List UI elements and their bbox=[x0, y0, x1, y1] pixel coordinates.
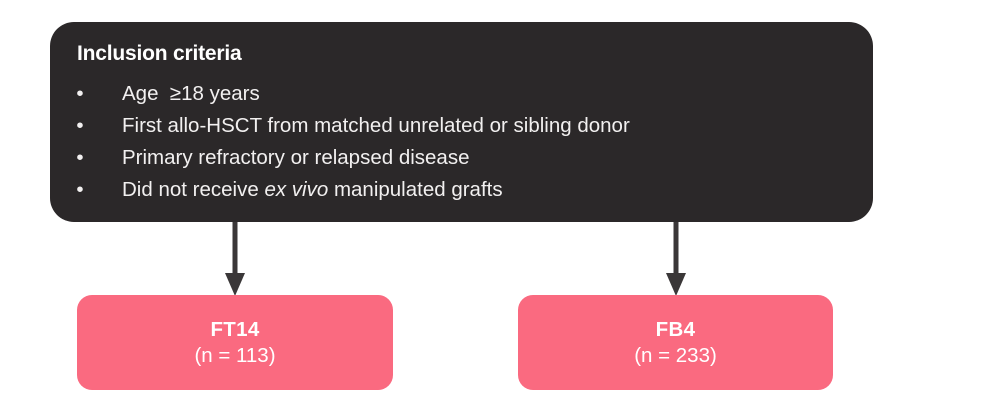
criteria-item-label: First allo-HSCT from matched unrelated o… bbox=[122, 110, 630, 142]
group-name-label: FT14 bbox=[210, 317, 260, 341]
inclusion-criteria-title: Inclusion criteria bbox=[77, 42, 242, 65]
criteria-text-suffix: manipulated grafts bbox=[328, 178, 503, 201]
criteria-text-prefix: First allo-HSCT from matched unrelated o… bbox=[122, 114, 630, 137]
criteria-text-prefix: Primary refractory or relapsed disease bbox=[122, 146, 470, 169]
criteria-item-first-hsct: • First allo-HSCT from matched unrelated… bbox=[50, 110, 873, 142]
inclusion-criteria-list: • Age ≥18 years • First allo-HSCT from m… bbox=[50, 78, 873, 206]
bullet-icon: • bbox=[76, 82, 84, 105]
down-arrow-icon bbox=[225, 222, 245, 296]
bullet-icon: • bbox=[76, 146, 84, 169]
bullet-icon: • bbox=[76, 178, 84, 201]
criteria-item-age: • Age ≥18 years bbox=[50, 78, 873, 110]
group-count-label: (n = 233) bbox=[634, 343, 717, 367]
group-box-ft14: FT14 (n = 113) bbox=[77, 295, 393, 390]
group-box-fb4: FB4 (n = 233) bbox=[518, 295, 833, 390]
criteria-item-label: Age ≥18 years bbox=[122, 78, 260, 110]
group-name-label: FB4 bbox=[655, 317, 696, 341]
criteria-item-refractory: • Primary refractory or relapsed disease bbox=[50, 142, 873, 174]
criteria-text-emphasis: ex vivo bbox=[264, 178, 329, 201]
criteria-item-label: Primary refractory or relapsed disease bbox=[122, 142, 470, 174]
criteria-item-ex-vivo: • Did not receive ex vivo manipulated gr… bbox=[50, 174, 873, 206]
down-arrow-icon bbox=[666, 222, 686, 296]
criteria-text-prefix: Age ≥18 years bbox=[122, 82, 260, 105]
arrow-to-fb4 bbox=[663, 222, 689, 297]
inclusion-criteria-box: Inclusion criteria • Age ≥18 years • Fir… bbox=[50, 22, 873, 222]
arrow-to-ft14 bbox=[222, 222, 248, 297]
group-count-label: (n = 113) bbox=[194, 343, 276, 367]
bullet-icon: • bbox=[76, 114, 84, 137]
criteria-text-prefix: Did not receive bbox=[122, 178, 265, 201]
criteria-item-label: Did not receive ex vivo manipulated graf… bbox=[122, 174, 503, 206]
